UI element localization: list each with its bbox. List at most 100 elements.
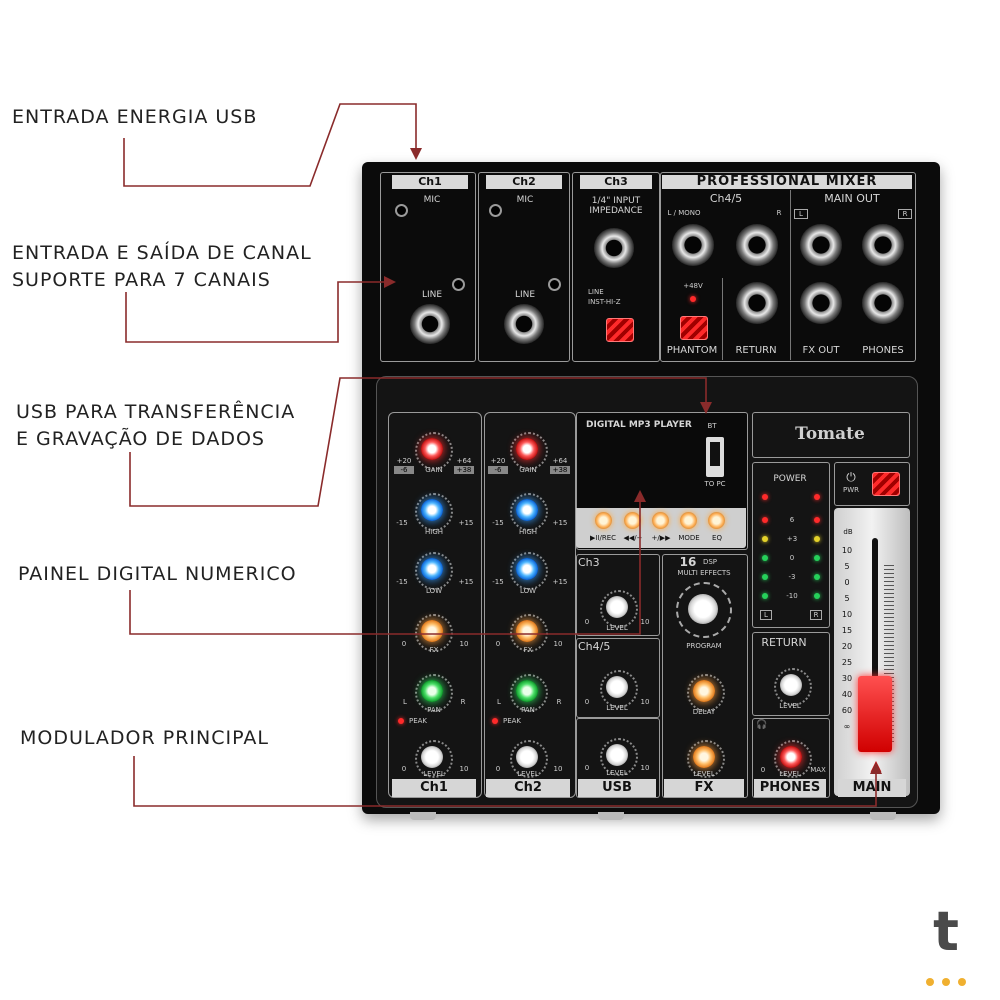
fader-up-arrow-icon: ▲ (870, 758, 882, 774)
mixer-title: PROFESSIONAL MIXER (662, 175, 912, 189)
main-fader-knob[interactable] (858, 676, 892, 752)
meter-led (762, 494, 768, 500)
delay-label: DELAY (692, 708, 716, 716)
ch2-gain-knob[interactable] (516, 438, 538, 460)
fx-max-label: 10 (553, 640, 563, 648)
ch2-input-box (478, 172, 570, 362)
power-button[interactable] (872, 472, 900, 496)
ch3-input-jack[interactable] (594, 228, 634, 268)
ch1-low-knob[interactable] (421, 558, 443, 580)
ch3-inst-switch[interactable] (606, 318, 634, 342)
level-label: LEVEL (779, 702, 801, 710)
fader-scale-label: 5 (844, 562, 850, 571)
mixer-foot (870, 812, 896, 820)
meter-led (762, 536, 768, 542)
level-max-label: 10 (640, 618, 650, 626)
ch3-level-title: Ch3 (578, 556, 600, 569)
next-vol-up-button[interactable] (652, 512, 669, 529)
main-out-l-label: L (794, 209, 808, 219)
ch3-input-box (572, 172, 660, 362)
ch2-mic-jack[interactable] (489, 204, 502, 217)
fx-out-jack[interactable] (800, 282, 842, 324)
phones-knob[interactable] (780, 746, 802, 768)
eq-button[interactable] (708, 512, 725, 529)
fx-label: FX (429, 646, 439, 654)
fader-scale-label: 15 (841, 626, 853, 635)
ch2-line-jack[interactable] (504, 304, 544, 344)
meter-led (814, 494, 820, 500)
fx-min-label: 0 (495, 640, 501, 648)
ch1-pan-knob[interactable] (421, 680, 443, 702)
level-max-label: 10 (640, 698, 650, 706)
ch45-level-knob[interactable] (606, 676, 628, 698)
ch3-line-option: LINE (588, 288, 604, 296)
eq-max-label: +15 (458, 519, 474, 527)
phones-jack[interactable] (862, 282, 904, 324)
ch1-gain-knob[interactable] (421, 438, 443, 460)
meter-l-label: L (760, 610, 772, 620)
level-max-label: 10 (640, 764, 650, 772)
fader-scale-label: 10 (841, 610, 853, 619)
to-pc-label: TO PC (704, 480, 726, 488)
fx-level-knob[interactable] (693, 746, 715, 768)
dsp-label: DSP (702, 558, 718, 566)
ch45-level-box (576, 638, 660, 718)
program-knob[interactable] (688, 594, 718, 624)
meter-label: -10 (786, 592, 798, 600)
ch1-high-knob[interactable] (421, 499, 443, 521)
ch1-peak-led (398, 718, 404, 724)
fader-db-label: dB (843, 528, 853, 536)
ch3-level-knob[interactable] (606, 596, 628, 618)
meter-label: +3 (786, 535, 798, 543)
main-out-r-jack[interactable] (862, 224, 904, 266)
meter-led (814, 574, 820, 580)
phantom-switch[interactable] (680, 316, 708, 340)
main-out-l-jack[interactable] (800, 224, 842, 266)
pan-left-label: L (403, 698, 407, 706)
ch1-mic-jack[interactable] (395, 204, 408, 217)
ch3-impedance-label: 1/4" INPUT IMPEDANCE (589, 196, 643, 216)
return-jack-label: RETURN (735, 345, 777, 356)
gain-label: GAIN (519, 466, 537, 474)
delay-knob[interactable] (693, 680, 715, 702)
ch2-high-knob[interactable] (516, 499, 538, 521)
pan-label: PAN (427, 706, 441, 714)
bluetooth-label: BT (707, 422, 717, 430)
ch1-pan-ring (415, 674, 453, 712)
mp3-title: DIGITAL MP3 PLAYER (586, 420, 692, 430)
phantom-led (690, 296, 696, 302)
callout-line: MODULADOR PRINCIPAL (20, 727, 269, 749)
level-min-label: 0 (495, 765, 501, 773)
phones-jack-label: PHONES (862, 345, 904, 356)
fader-scale-label: 0 (844, 578, 850, 587)
usb-level-knob[interactable] (606, 744, 628, 766)
watermark-logo: t (933, 900, 959, 963)
play-rec-button[interactable] (595, 512, 612, 529)
fader-scale-label: ∞ (843, 722, 851, 731)
ch1-line-jack[interactable] (410, 304, 450, 344)
ch2-mic-label: MIC (516, 195, 534, 205)
return-knob[interactable] (780, 674, 802, 696)
ch4-input-jack[interactable] (672, 224, 714, 266)
prev-label: ◀◀/− (623, 534, 643, 542)
ch2-low-knob[interactable] (516, 558, 538, 580)
meter-led (762, 593, 768, 599)
prev-vol-down-button[interactable] (624, 512, 641, 529)
ch45-level-ring (600, 670, 638, 708)
ch2-pan-knob[interactable] (516, 680, 538, 702)
ch1-level-knob[interactable] (421, 746, 443, 768)
meter-led (814, 536, 820, 542)
gain-max-label: +64 (552, 457, 568, 465)
fx-bottom-label: FX (664, 779, 744, 797)
callout-usb-power: ENTRADA ENERGIA USB (12, 104, 257, 131)
ch45-left-label: L / MONO (667, 209, 701, 217)
ch5-input-jack[interactable] (736, 224, 778, 266)
mode-button[interactable] (680, 512, 697, 529)
return-jack[interactable] (736, 282, 778, 324)
ch1-fx-knob[interactable] (421, 620, 443, 642)
fader-scale-label: 60 (841, 706, 853, 715)
program-ring (676, 582, 732, 638)
ch2-level-knob[interactable] (516, 746, 538, 768)
ch2-fx-knob[interactable] (516, 620, 538, 642)
